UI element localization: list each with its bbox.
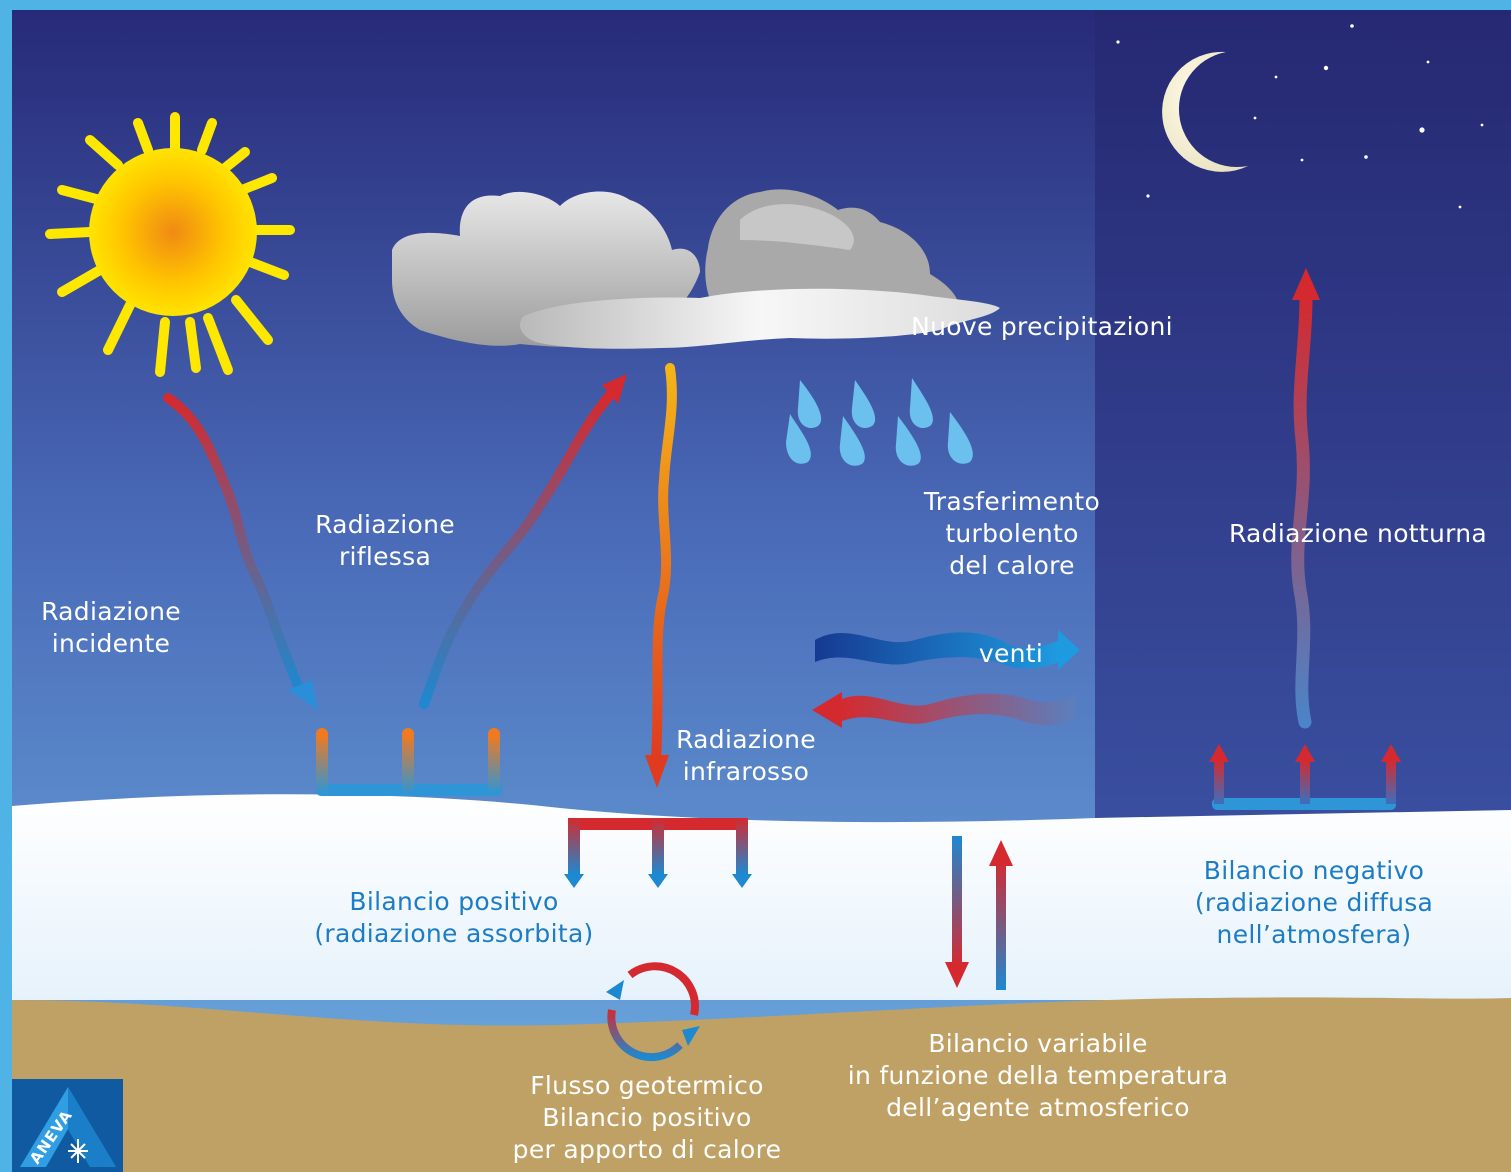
label-line: Radiazione [41, 597, 181, 626]
label-line: incidente [51, 629, 171, 658]
label-line: per apporto di calore [512, 1135, 782, 1164]
surface-fork-left [316, 728, 502, 796]
label-radiazione-infrarosso: Radiazione infrarosso [664, 724, 828, 788]
geothermal-cycle-icon [606, 962, 700, 1062]
label-line: in funzione della temperatura [847, 1061, 1229, 1090]
label-line: nell’atmosfera) [1216, 920, 1412, 949]
infrared-radiation-arrow [645, 363, 677, 788]
snowflake-icon [68, 1139, 88, 1163]
label-bilancio-positivo: Bilancio positivo (radiazione assorbita) [296, 886, 612, 950]
label-line: del calore [949, 551, 1075, 580]
label-line: Radiazione [315, 510, 455, 539]
sun-icon [45, 112, 295, 377]
label-flusso-geotermico: Flusso geotermico Bilancio positivo per … [494, 1070, 800, 1166]
label-line: Flusso geotermico [530, 1071, 764, 1100]
night-radiation-arrow [1291, 268, 1320, 729]
rain-drops-icon [786, 378, 973, 466]
wind-blue-arrow [815, 630, 1080, 670]
cloud-icon [392, 189, 1000, 349]
incident-radiation-arrow [163, 393, 318, 710]
label-line: Radiazione [676, 725, 816, 754]
logo-mountain-icon [20, 1087, 116, 1167]
label-line: Bilancio positivo [349, 887, 559, 916]
aneva-logo: ANEVA [12, 1079, 123, 1172]
label-line: (radiazione diffusa [1194, 888, 1434, 917]
reflected-radiation-arrow [419, 374, 627, 709]
surface-fork-night [1209, 744, 1401, 810]
surface-fork-positive [564, 818, 752, 888]
label-line: dell’agente atmosferico [886, 1093, 1190, 1122]
ground-layer [12, 997, 1511, 1172]
snow-layer [12, 794, 1511, 1000]
label-trasferimento: Trasferimento turbolento del calore [906, 486, 1118, 582]
label-line: (radiazione assorbita) [314, 919, 594, 948]
variable-balance-arrows [945, 836, 1013, 990]
label-line: turbolento [945, 519, 1079, 548]
label-line: Trasferimento [923, 487, 1101, 516]
label-bilancio-negativo: Bilancio negativo (radiazione diffusa ne… [1176, 855, 1452, 951]
label-radiazione-notturna: Radiazione notturna [1228, 519, 1488, 548]
moon-icon [1162, 51, 1248, 172]
label-line: Bilancio negativo [1203, 856, 1425, 885]
label-line: infrarosso [682, 757, 810, 786]
label-bilancio-variabile: Bilancio variabile in funzione della tem… [826, 1028, 1250, 1124]
label-line: Bilancio positivo [542, 1103, 752, 1132]
label-radiazione-incidente: Radiazione incidente [28, 596, 194, 660]
stars [1116, 24, 1484, 209]
label-line: riflessa [338, 542, 432, 571]
label-venti: venti [978, 639, 1044, 668]
label-nuove-precipitazioni: Nuove precipitazioni [911, 312, 1173, 341]
label-line: Bilancio variabile [928, 1029, 1148, 1058]
label-radiazione-riflessa: Radiazione riflessa [302, 509, 468, 573]
wind-red-arrow [812, 692, 1076, 728]
